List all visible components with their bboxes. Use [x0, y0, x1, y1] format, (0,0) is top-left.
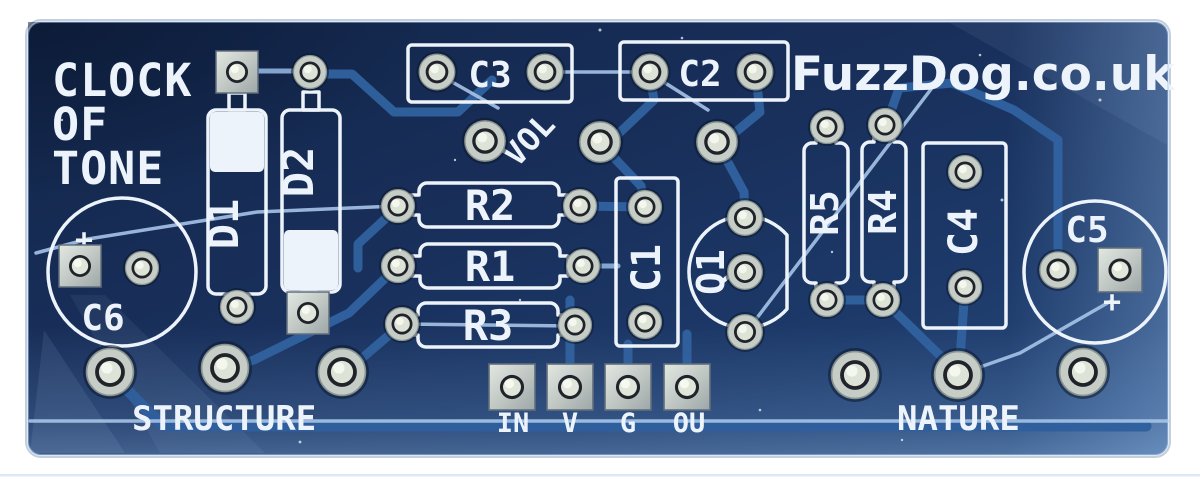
pad-c1-bottom: [625, 302, 665, 342]
pad-c3-left: [415, 50, 459, 94]
pad-r2-right: [560, 186, 600, 226]
pad-r1-right: [563, 246, 603, 286]
pad-r5-bottom: [807, 280, 847, 320]
component-label-d2: D2: [274, 147, 323, 198]
pad-io-in: [488, 363, 536, 411]
component-label-r3: R3: [463, 301, 514, 350]
structure-label: STRUCTURE: [132, 399, 316, 439]
trace-thin: [964, 299, 1113, 374]
nature-label: NATURE: [897, 399, 1020, 439]
scan-artifact-line: [0, 474, 1200, 477]
pad-c4-top: [945, 152, 985, 192]
pad-pot-structure-3: [314, 344, 370, 400]
pad-pot-nature-2: [930, 347, 986, 403]
component-label-c3: C3: [468, 55, 511, 96]
pad-c2-right: [733, 50, 777, 94]
board-title-line-3: TONE: [52, 142, 164, 195]
io-label-ou: OU: [673, 408, 706, 439]
pad-q1-emitter: [724, 311, 766, 353]
pad-c1-top: [625, 187, 665, 227]
pad-pot-structure-2: [197, 340, 253, 396]
board-title-line-1: CLOCK: [52, 54, 192, 107]
io-label-in: IN: [497, 408, 530, 439]
component-label-c1: C1: [624, 244, 670, 292]
component-label-c6: C6: [81, 298, 124, 339]
brand-text: FuzzDog.co.uk: [791, 47, 1176, 102]
pad-c5-negative: [1036, 248, 1080, 292]
component-outline-c6: [46, 196, 198, 348]
component-outline-c4: [921, 141, 1008, 330]
io-label-g: G: [620, 408, 636, 439]
pad-r5-top: [807, 107, 847, 147]
pad-d2-top: [290, 52, 330, 92]
component-label-c5: C5: [1065, 210, 1108, 251]
component-outline-c5: [1022, 199, 1168, 345]
pad-c5-positive-square: [1097, 247, 1143, 293]
d1-cathode-band: [210, 112, 264, 172]
component-outline-c3: [406, 43, 574, 104]
pad-pot-nature-1: [827, 347, 883, 403]
scan-shadow: [25, 19, 1171, 458]
component-label-r1: R1: [465, 242, 516, 291]
pad-pot-structure-1: [82, 344, 138, 400]
component-label-r5: R5: [803, 190, 847, 236]
d2-cathode-band: [284, 230, 338, 290]
component-label-r2: R2: [465, 181, 516, 230]
component-label-c2: C2: [678, 54, 721, 95]
component-outline-c2: [618, 40, 790, 102]
d2-lead-neck: [301, 90, 321, 112]
trace-thin: [745, 78, 940, 333]
pad-r1-left: [378, 246, 418, 286]
pad-d1-bottom: [217, 287, 257, 327]
pad-vol-2: [576, 118, 624, 166]
pad-c6-negative: [122, 248, 162, 288]
pad-io-ou: [663, 363, 711, 411]
pad-d2-bottom-square: [286, 291, 330, 335]
pad-d1-top-square: [215, 50, 259, 94]
pad-q1-collector: [724, 197, 766, 239]
component-label-r4: R4: [861, 189, 905, 235]
scan-streak: [70, 295, 265, 453]
pad-r2-left: [378, 186, 418, 226]
trace-thin: [401, 322, 576, 328]
pad-vol-3: [693, 118, 741, 166]
pad-pot-nature-3: [1055, 344, 1111, 400]
pad-c4-bottom: [945, 267, 985, 307]
component-label-d1: D1: [199, 199, 248, 250]
board-title-line-2: OF: [52, 98, 108, 151]
component-label-c4: C4: [941, 208, 987, 256]
pad-r4-top: [865, 105, 905, 145]
c5-polarity-mark: +: [1103, 285, 1121, 320]
pad-io-v: [546, 363, 594, 411]
dust-specks: [60, 28, 1102, 444]
io-label-v: V: [562, 408, 578, 439]
silkscreen-text: CLOCK OF TONE FuzzDog.co.uk C3 C2 VOL D1…: [52, 47, 1176, 439]
pad-c3-right: [523, 50, 567, 94]
pad-q1-base: [724, 251, 766, 293]
pad-vol-1: [461, 117, 509, 165]
component-outline-c1: [614, 176, 680, 348]
pad-c6-positive-square: [58, 244, 102, 288]
pad-r3-left: [382, 304, 422, 344]
pad-r4-bottom: [863, 280, 903, 320]
pad-r3-right: [555, 305, 595, 345]
pad-c2-left: [628, 50, 672, 94]
scan-streak: [950, 23, 1167, 145]
pad-io-g: [604, 363, 652, 411]
board-edge-highlight: [27, 21, 1169, 456]
